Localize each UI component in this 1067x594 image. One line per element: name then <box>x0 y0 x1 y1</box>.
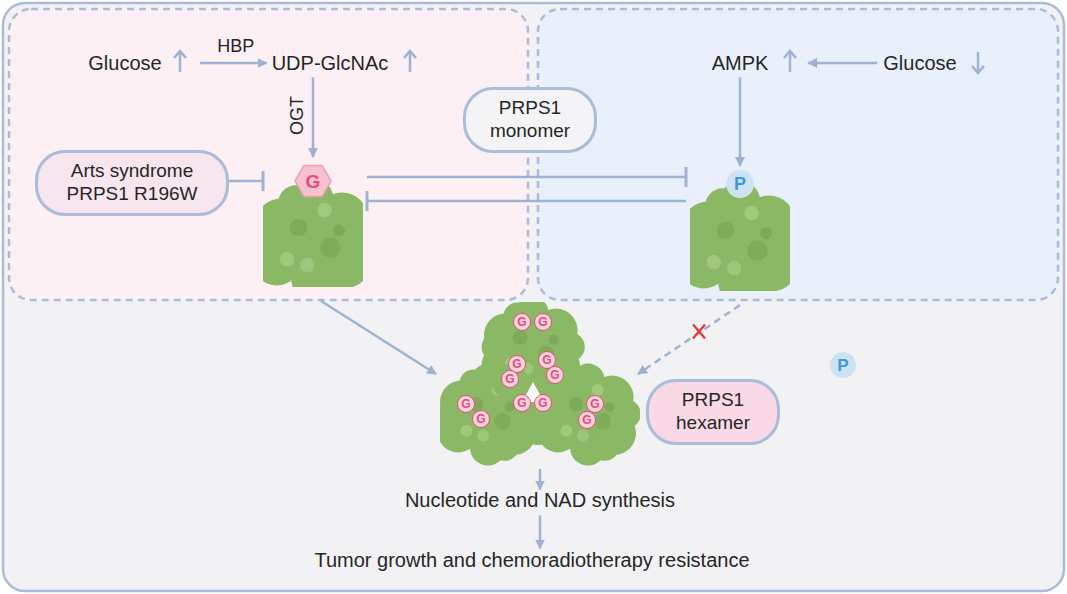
outer-frame <box>3 3 1064 591</box>
glyco-mark: G <box>513 394 531 412</box>
node-text: AMPK <box>712 52 769 75</box>
glyco-mark: G <box>457 395 475 413</box>
outcome-label: Nucleotide and NAD synthesis <box>405 489 675 512</box>
protein-lobe <box>707 255 722 269</box>
protein-lobe <box>717 222 734 239</box>
protein-lobe <box>760 228 772 240</box>
protein-lobe <box>520 409 556 445</box>
protein-lobe <box>477 430 489 442</box>
prps1-hexamer: GGGGGGGGGGGG <box>440 302 640 467</box>
protein-lobe <box>459 370 488 399</box>
glyco-hexagon <box>295 165 331 196</box>
state-box: PRPS1 hexamer <box>646 379 780 445</box>
node-text: Nucleotide and NAD synthesis <box>405 489 675 512</box>
protein-lobe <box>482 333 511 362</box>
protein-lobe <box>747 241 767 261</box>
inhibition-line <box>229 180 263 183</box>
activation-arrow <box>539 469 542 490</box>
state-box: PRPS1 monomer <box>463 87 597 153</box>
protein-lobe <box>556 333 585 362</box>
node-text: PRPS1 hexamer <box>663 389 763 435</box>
metabolite-label: Glucose <box>88 52 161 75</box>
glyco-mark: G <box>513 313 531 331</box>
protein-lobe <box>605 402 615 412</box>
protein-lobe <box>769 225 790 260</box>
protein-lobe <box>560 425 572 437</box>
phosphorylated-protein: P <box>690 166 790 291</box>
inhibition-line <box>367 200 686 203</box>
phospho-mark: P <box>837 357 848 374</box>
edge-label: HBP <box>217 36 254 57</box>
protein-lobe <box>460 425 472 437</box>
protein-lobe <box>263 222 287 257</box>
phospho-mark: P <box>734 175 746 193</box>
node-text: Arts syndrome PRPS1 R196W <box>52 160 212 206</box>
protein-lobe <box>494 413 511 430</box>
protein-lobe <box>612 400 640 429</box>
mutation-box: Arts syndrome PRPS1 R196W <box>35 150 229 216</box>
protein-lobe <box>280 252 295 266</box>
node-text: PRPS1 monomer <box>480 97 580 143</box>
outcome-label: Tumor growth and chemoradiotherapy resis… <box>314 549 749 572</box>
protein-lobe <box>569 397 583 411</box>
metabolite-label: UDP-GlcNAc <box>272 52 389 75</box>
up-arrow <box>784 51 796 72</box>
activation-arrow <box>312 78 315 158</box>
glyco-mark: G <box>501 370 519 388</box>
enzyme-label: AMPK <box>712 52 769 75</box>
protein-lobe <box>333 225 345 237</box>
protein-lobe <box>727 261 742 276</box>
phospho-circle <box>830 352 856 378</box>
glycosylated-protein: G <box>263 157 363 287</box>
protein-lobe <box>743 264 778 291</box>
protein-lobe <box>316 261 351 287</box>
protein-lobe <box>744 206 759 221</box>
phosphorylation-region <box>538 9 1058 300</box>
node-text: Glucose <box>88 52 161 75</box>
edge-label: OGT <box>287 96 308 135</box>
protein-lobe <box>577 430 589 442</box>
inhibition-line <box>367 176 686 179</box>
activation-arrow <box>808 62 877 65</box>
protein-lobe <box>503 303 532 332</box>
protein-lobe <box>590 432 619 461</box>
activation-arrow <box>739 78 742 167</box>
node-text: Tumor growth and chemoradiotherapy resis… <box>314 549 749 572</box>
phospho-circle <box>726 170 754 198</box>
activation-arrow <box>321 301 436 374</box>
activation-arrow <box>539 516 542 549</box>
protein-lobe <box>317 203 332 218</box>
protein-lobe <box>594 413 611 430</box>
glyco-mark: G <box>578 411 596 429</box>
protein-lobe <box>513 330 527 344</box>
activation-arrow <box>638 305 740 374</box>
metabolite-label: Glucose <box>883 52 956 75</box>
protein-lobe <box>490 432 519 461</box>
block-cross <box>693 325 705 339</box>
node-text: Glucose <box>883 52 956 75</box>
glyco-mark: G <box>534 313 552 331</box>
up-arrow <box>174 51 186 72</box>
activation-arrow <box>200 62 267 65</box>
down-arrow <box>972 52 984 73</box>
protein-lobe <box>290 219 307 236</box>
protein-lobe <box>342 222 363 257</box>
protein-lobe <box>690 225 714 260</box>
glycosylation-region <box>9 9 528 300</box>
glyco-mark: G <box>306 172 321 191</box>
up-arrow <box>404 51 416 72</box>
protein-lobe <box>300 258 315 273</box>
glyco-mark: G <box>546 366 564 384</box>
glyco-mark: G <box>534 394 552 412</box>
node-text: UDP-GlcNAc <box>272 52 389 75</box>
free-phosphate: P <box>829 351 857 379</box>
protein-lobe <box>320 238 340 258</box>
glyco-mark: G <box>472 410 490 428</box>
protein-lobe <box>549 335 559 345</box>
